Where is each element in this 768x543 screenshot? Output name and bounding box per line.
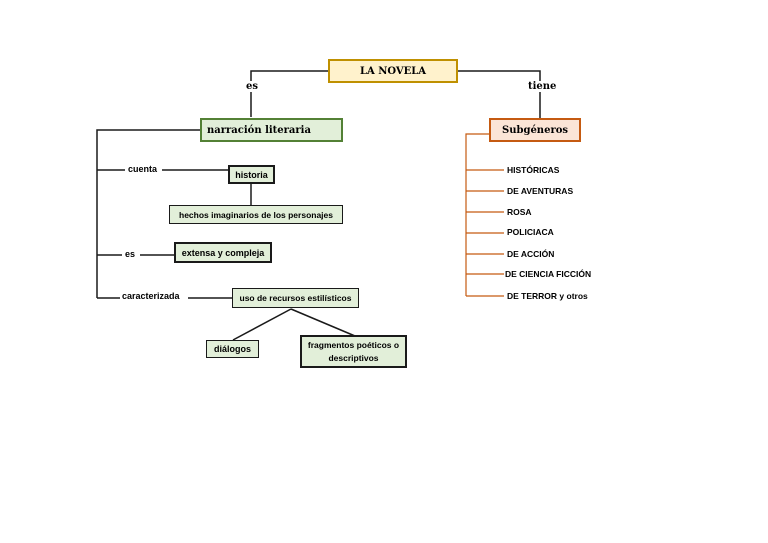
link-label-es: es — [125, 249, 136, 259]
subgenre-item: DE CIENCIA FICCIÓN — [505, 269, 592, 279]
subgenre-item: POLICIACA — [507, 227, 554, 237]
link-label-caracterizada: caracterizada — [122, 291, 180, 301]
node-narracion-literaria: narración literaria — [200, 118, 343, 142]
node-recursos-estilisticos: uso de recursos estilísticos — [232, 288, 359, 308]
root-node: LA NOVELA — [328, 59, 458, 83]
node-subgeneros: Subgéneros — [489, 118, 581, 142]
subgenre-item: DE AVENTURAS — [507, 186, 574, 196]
link-label-cuenta: cuenta — [128, 164, 158, 174]
node-dialogos: diálogos — [206, 340, 259, 358]
node-hechos-imaginarios: hechos imaginarios de los personajes — [169, 205, 343, 224]
subgenre-item: DE TERROR y otros — [507, 291, 588, 301]
subgenre-item: HISTÓRICAS — [507, 165, 560, 175]
subgenre-item: ROSA — [507, 207, 532, 217]
link-label-es-left: es — [246, 81, 258, 92]
node-fragmentos: fragmentos poéticos o descriptivos — [300, 335, 407, 368]
link-label-tiene: tiene — [528, 81, 557, 92]
subgenre-item: DE ACCIÓN — [507, 249, 555, 259]
node-extensa-compleja: extensa y compleja — [174, 242, 272, 263]
node-historia: historia — [228, 165, 275, 184]
